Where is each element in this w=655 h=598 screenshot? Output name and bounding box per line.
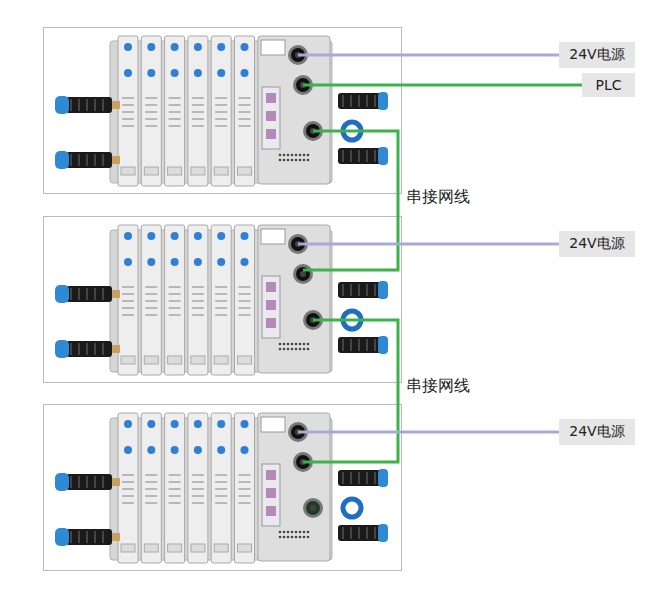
label-box: PLC — [582, 73, 635, 97]
label-box: 24V电源 — [559, 42, 635, 68]
cable-label: 串接网线 — [405, 376, 471, 397]
label-box: 24V电源 — [559, 231, 635, 257]
box-text: 24V电源 — [569, 235, 624, 253]
box-text: 24V电源 — [569, 423, 624, 441]
box-text: 24V电源 — [569, 46, 624, 64]
box-text: PLC — [595, 77, 621, 93]
cable-label: 串接网线 — [405, 187, 471, 208]
label-box: 24V电源 — [559, 419, 635, 445]
